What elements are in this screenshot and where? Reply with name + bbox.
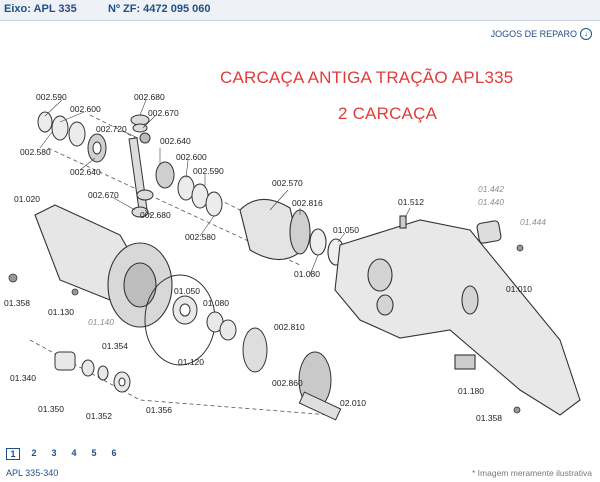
pagination: 1 2 3 4 5 6 <box>6 448 120 460</box>
part-label-8[interactable]: 002.600 <box>176 152 207 162</box>
part-label-1[interactable]: 002.600 <box>70 104 101 114</box>
part-label-23[interactable]: 01.130 <box>48 307 74 317</box>
page-6[interactable]: 6 <box>111 448 117 458</box>
part-label-27[interactable]: 01.120 <box>178 357 204 367</box>
model-label: APL 335-340 <box>6 468 59 478</box>
part-label-37[interactable]: 01.180 <box>458 386 484 396</box>
page-5[interactable]: 5 <box>91 448 97 458</box>
part-label-7[interactable]: 002.640 <box>160 136 191 146</box>
part-label-29[interactable]: 002.860 <box>272 378 303 388</box>
part-label-38[interactable]: 01.358 <box>476 413 502 423</box>
part-label-31[interactable]: 01.354 <box>102 341 128 351</box>
part-label-11[interactable]: 002.680 <box>140 210 171 220</box>
part-label-20[interactable]: 01.444 <box>520 217 546 227</box>
part-label-19[interactable]: 01.440 <box>478 197 504 207</box>
part-label-14[interactable]: 002.816 <box>292 198 323 208</box>
circle-down-arrow-icon: ↓ <box>580 28 592 40</box>
part-label-18[interactable]: 01.442 <box>478 184 504 194</box>
annotation-line-1: CARCAÇA ANTIGA TRAÇÃO APL335 <box>220 68 514 87</box>
part-label-36[interactable]: 02.010 <box>340 398 366 408</box>
part-label-9[interactable]: 002.590 <box>193 166 224 176</box>
header-bar: Eixo: APL 335 Nº ZF: 4472 095 060 <box>0 0 600 21</box>
part-label-3[interactable]: 002.640 <box>70 167 101 177</box>
part-label-16[interactable]: 01.080 <box>294 269 320 279</box>
part-label-24[interactable]: 01.140 <box>88 317 114 327</box>
part-label-6[interactable]: 002.720 <box>96 124 127 134</box>
part-label-13[interactable]: 002.570 <box>272 178 303 188</box>
part-label-30[interactable]: 01.010 <box>506 284 532 294</box>
part-label-21[interactable]: 01.020 <box>14 194 40 204</box>
exploded-parts-diagram: 002.590002.600002.580002.640002.680002.6… <box>4 92 581 423</box>
repair-kits-label: JOGOS DE REPARO <box>490 29 577 39</box>
part-label-2[interactable]: 002.580 <box>20 147 51 157</box>
page-2[interactable]: 2 <box>31 448 37 458</box>
part-label-34[interactable]: 01.352 <box>86 411 112 421</box>
part-label-15[interactable]: 01.050 <box>333 225 359 235</box>
part-label-10[interactable]: 002.670 <box>88 190 119 200</box>
part-label-32[interactable]: 01.340 <box>10 373 36 383</box>
part-label-0[interactable]: 002.590 <box>36 92 67 102</box>
part-label-17[interactable]: 01.512 <box>398 197 424 207</box>
part-label-4[interactable]: 002.680 <box>134 92 165 102</box>
part-label-28[interactable]: 002.810 <box>274 322 305 332</box>
page-1[interactable]: 1 <box>6 448 20 460</box>
page-3[interactable]: 3 <box>51 448 57 458</box>
part-label-25[interactable]: 01.050 <box>174 286 200 296</box>
part-label-26[interactable]: 01.080 <box>203 298 229 308</box>
part-label-12[interactable]: 002.580 <box>185 232 216 242</box>
part-label-33[interactable]: 01.350 <box>38 404 64 414</box>
page-4[interactable]: 4 <box>71 448 77 458</box>
illustrative-note: * Imagem meramente ilustrativa <box>472 468 592 478</box>
axle-label: Eixo: APL 335 <box>4 3 77 15</box>
part-label-35[interactable]: 01.356 <box>146 405 172 415</box>
part-label-5[interactable]: 002.670 <box>148 108 179 118</box>
repair-kits-link[interactable]: JOGOS DE REPARO ↓ <box>491 28 592 40</box>
annotation-line-2: 2 CARCAÇA <box>338 104 438 123</box>
zf-number-label: Nº ZF: 4472 095 060 <box>108 3 211 15</box>
part-label-22[interactable]: 01.358 <box>4 298 30 308</box>
